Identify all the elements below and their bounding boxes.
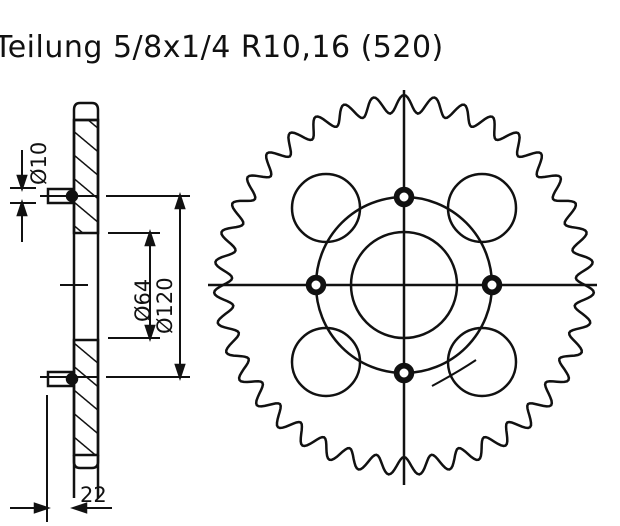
drawing-title: Teilung 5/8x1/4 R10,16 (520) xyxy=(0,30,444,65)
dim-bolt-circle-label: Ø120 xyxy=(153,277,177,334)
side-view-section xyxy=(10,101,190,522)
dim-offset-label: 22 xyxy=(80,483,107,507)
sprocket-front-view xyxy=(208,90,597,485)
dim-bolt-hole-label: Ø10 xyxy=(27,142,51,185)
dim-center-bore-label: Ø64 xyxy=(131,279,155,322)
